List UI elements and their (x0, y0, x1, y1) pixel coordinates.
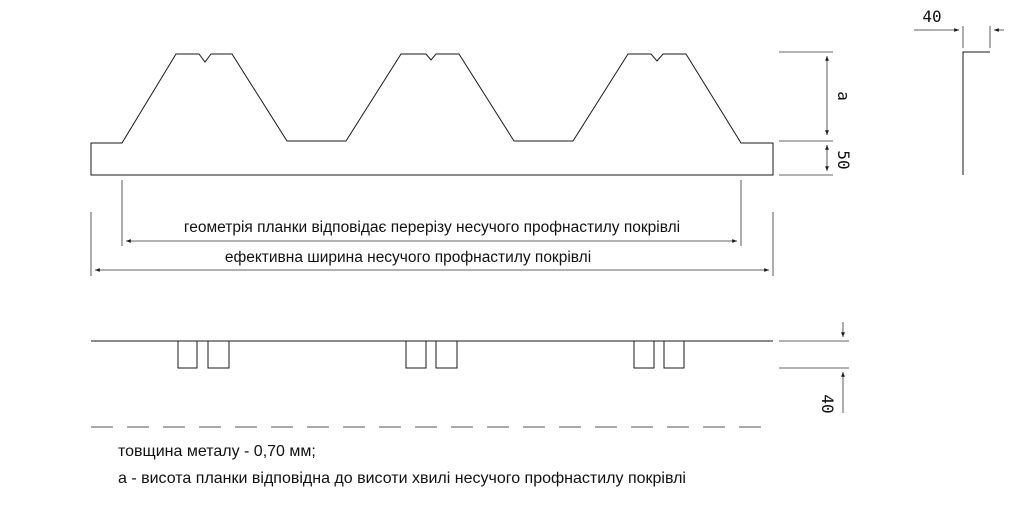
height-dimension: а 50 (779, 51, 853, 176)
dim-50-label: 50 (834, 150, 853, 169)
thickness-note: товщина металу - 0,70 мм; (118, 443, 316, 460)
side-view: 40 (914, 7, 1004, 175)
effective-width-label: ефективна ширина несучого профнастилу по… (225, 249, 591, 266)
plan-view (91, 340, 773, 428)
dim-a-label: а (834, 91, 853, 101)
dim-40-label: 40 (818, 394, 837, 413)
geometry-label: геометрія планки відповідає перерізу нес… (184, 219, 680, 236)
width-dimensions: геометрія планки відповідає перерізу нес… (90, 180, 774, 276)
side-width-label: 40 (922, 7, 941, 26)
profile-section (90, 53, 774, 176)
height-note: а - висота планки відповідна до висоти х… (118, 470, 686, 487)
strip-height-dimension: 40 (779, 322, 849, 414)
